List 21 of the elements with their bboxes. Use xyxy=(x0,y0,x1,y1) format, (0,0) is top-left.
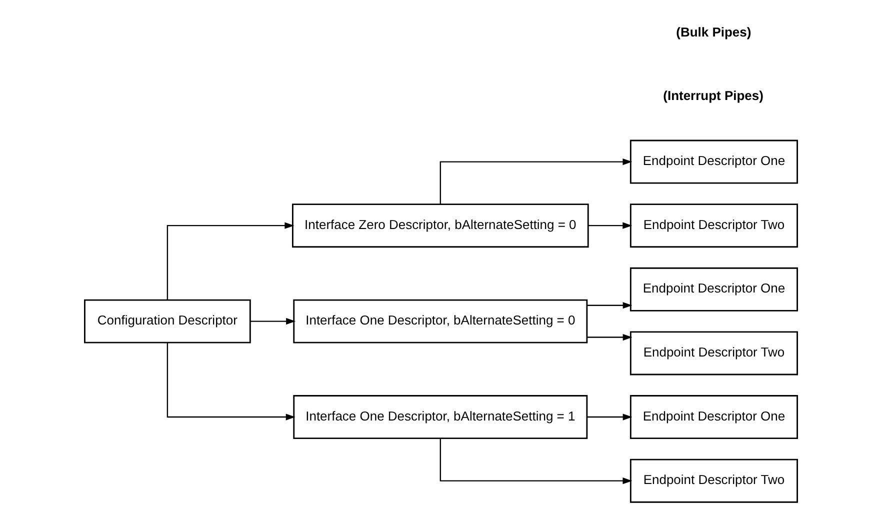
arrow xyxy=(587,334,632,341)
label: (Bulk Pipes) xyxy=(676,24,752,40)
node-box: Configuration Descriptor xyxy=(84,299,251,344)
node-box: Interface One Descriptor, bAlternateSetting = 1 xyxy=(293,395,588,439)
arrow xyxy=(588,222,632,229)
node-box: Interface Zero Descriptor, bAlternateSetting = 0 xyxy=(292,204,589,248)
arrow xyxy=(166,222,294,300)
arrow xyxy=(440,158,632,204)
arrow xyxy=(250,318,296,325)
node-box: Endpoint Descriptor Two xyxy=(630,458,798,503)
arrow xyxy=(440,438,632,484)
arrow xyxy=(587,302,632,309)
node-box: Interface One Descriptor, bAlternateSetting = 0 xyxy=(293,299,588,344)
label: (Interrupt Pipes) xyxy=(663,88,764,104)
arrow xyxy=(587,414,632,420)
node-box: Endpoint Descriptor Two xyxy=(630,204,798,248)
node-box: Endpoint Descriptor Two xyxy=(630,331,798,376)
node-box: Endpoint Descriptor One xyxy=(630,267,798,312)
node-box: Endpoint Descriptor One xyxy=(630,140,798,184)
node-box: Endpoint Descriptor One xyxy=(630,395,798,439)
arrow xyxy=(166,343,296,420)
